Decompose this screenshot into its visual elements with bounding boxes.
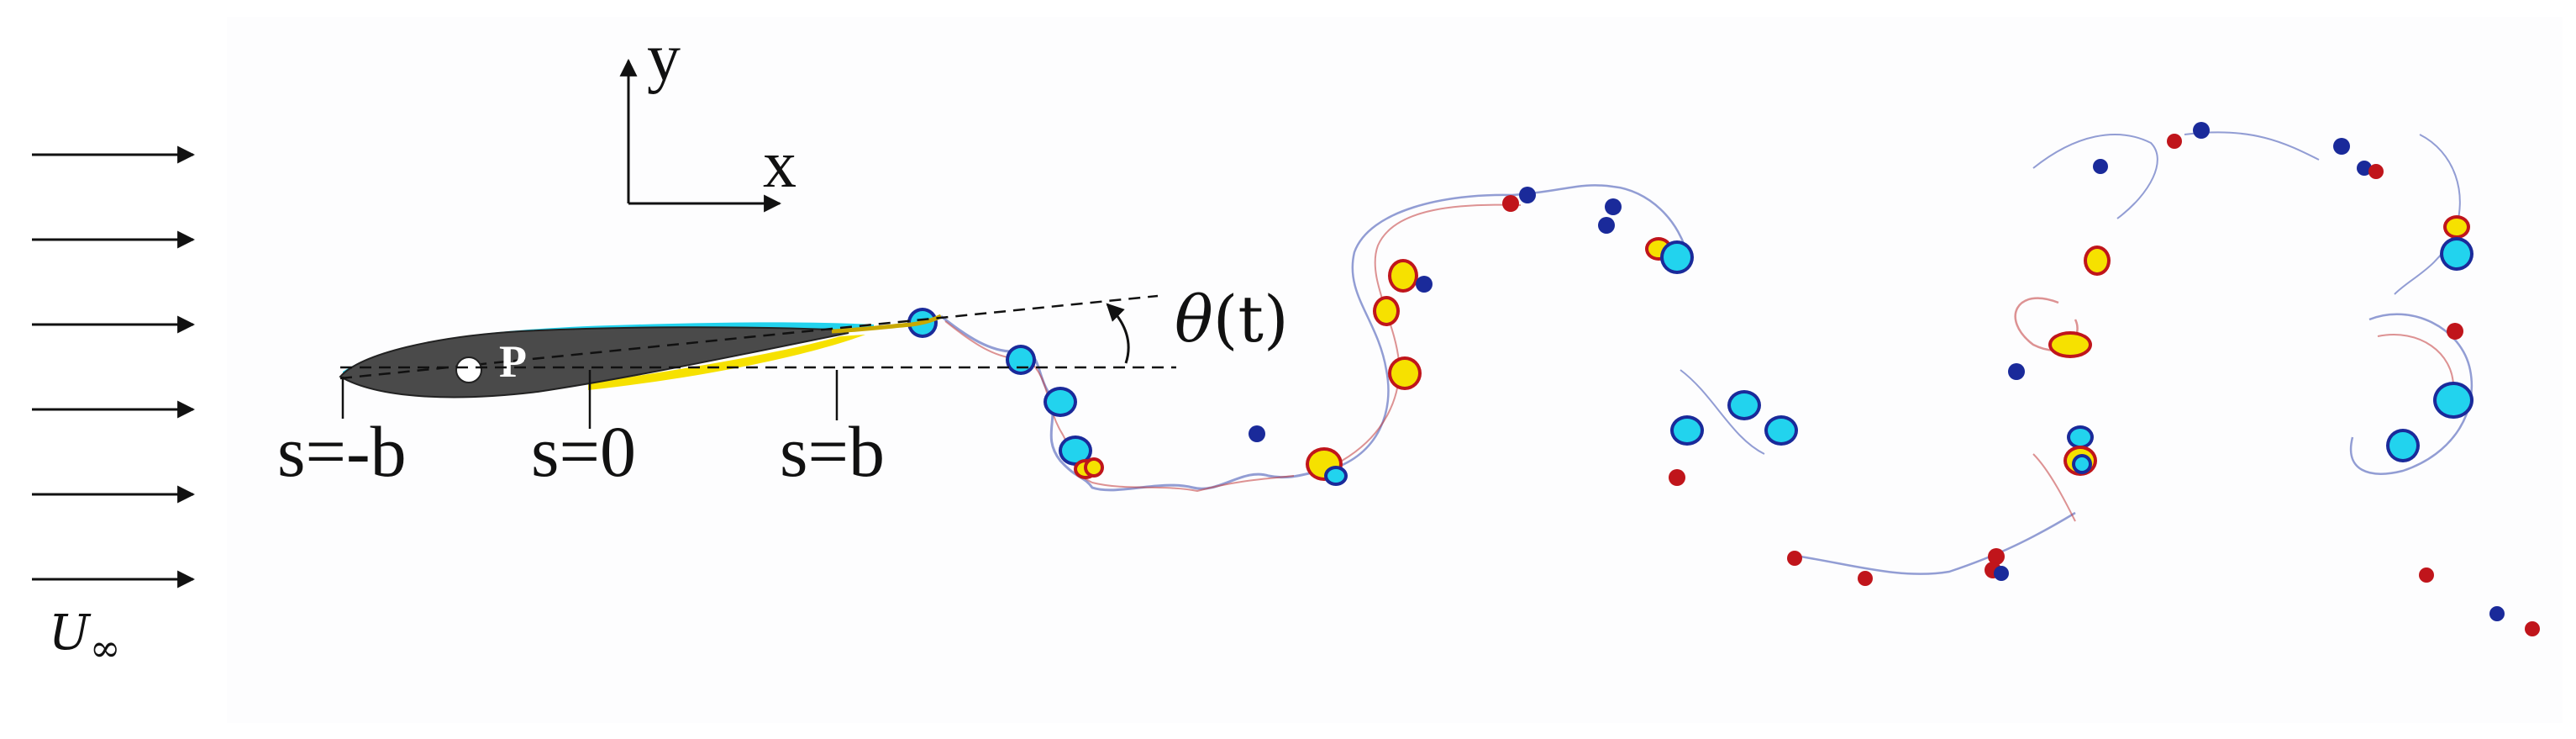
vorticity-filament: [2349, 313, 2473, 475]
negative-vortex-ring: [1519, 187, 1536, 203]
x-axis-label: x: [763, 128, 796, 202]
airfoil-chord-line: [339, 326, 841, 380]
negative-vortex-ring: [1994, 566, 2009, 581]
negative-vortex-core: [2443, 240, 2470, 267]
negative-vortex-core: [1768, 419, 1795, 442]
negative-vortex-ring: [1416, 276, 1433, 293]
negative-vortex-ring: [2008, 363, 2025, 380]
pitch-angle-label: θ(t): [1175, 282, 1289, 356]
coordinate-axes: [619, 58, 782, 213]
positive-vortex-core: [2052, 335, 2089, 355]
y-axis-label: y: [647, 21, 681, 95]
negative-vortex-core: [1731, 393, 1758, 417]
negative-vortex-core: [1664, 244, 1690, 271]
vorticity-filament: [2032, 453, 2076, 522]
positive-vortex-core: [2087, 249, 2107, 272]
negative-vortex-ring: [2093, 159, 2108, 174]
station-label-minus-b: s=-b: [277, 411, 407, 492]
vorticity-filament: [2377, 334, 2454, 388]
negative-vortex-ring: [1598, 217, 1615, 234]
negative-vortex-core: [1327, 469, 1344, 483]
positive-vortex-ring: [1858, 571, 1873, 586]
positive-vortex-ring: [2525, 621, 2540, 636]
negative-vortex-core: [2075, 457, 2089, 471]
vorticity-filament: [2032, 134, 2158, 219]
pitched-chord-extension: [839, 294, 1159, 330]
positive-vortex-ring: [1787, 551, 1802, 566]
positive-vortex-ring: [1502, 195, 1519, 212]
negative-vortex-ring: [2489, 606, 2505, 621]
positive-vortex-core: [1391, 360, 1418, 387]
negative-vortex-ring: [2193, 122, 2210, 139]
negative-vortex-ring: [1605, 198, 1622, 215]
positive-vortex-core: [1087, 461, 1101, 474]
negative-vortex-core: [1674, 419, 1701, 442]
pitch-angle-argument: (t): [1213, 282, 1289, 356]
negative-vortex-ring: [2357, 161, 2372, 176]
positive-vortex-ring: [2447, 323, 2463, 340]
pitch-angle-arc: [1106, 303, 1130, 364]
negative-vortex-core: [2437, 385, 2470, 415]
positive-vortex-core: [2447, 219, 2467, 235]
positive-vortex-ring: [1669, 469, 1685, 486]
station-label-zero: s=0: [531, 411, 636, 492]
negative-vortex-core: [1062, 439, 1089, 462]
station-label-plus-b: s=b: [780, 411, 885, 492]
positive-vortex-ring: [1988, 548, 2005, 565]
positive-vortex-ring: [2419, 567, 2434, 583]
pivot-label: P: [499, 336, 527, 387]
positive-vortex-core: [1391, 262, 1415, 289]
negative-vortex-ring: [1249, 425, 1265, 442]
vorticity-filament: [1680, 369, 1765, 455]
negative-vortex-core: [1047, 390, 1074, 414]
positive-vortex-ring: [2368, 164, 2384, 179]
airfoil-lower-shear-layer: [588, 335, 865, 390]
negative-vortex-core: [2389, 432, 2416, 459]
freestream-velocity-label: U∞: [49, 604, 121, 670]
negative-vortex-ring: [2333, 138, 2350, 155]
inflow-arrows: [32, 145, 196, 589]
vortex-wake: [907, 122, 2540, 636]
negative-vortex-core: [1009, 348, 1033, 372]
vorticity-filament: [1789, 511, 2076, 575]
freestream-velocity-subscript: ∞: [90, 627, 121, 670]
pivot-point: [455, 356, 482, 383]
vorticity-filament: [1331, 184, 1690, 471]
vorticity-filament: [1335, 203, 1522, 465]
angle-reference: [340, 294, 1176, 369]
negative-vortex-core: [2070, 429, 2090, 446]
positive-vortex-core: [1376, 299, 1396, 323]
airfoil: P: [339, 314, 943, 399]
positive-vortex-ring: [2167, 134, 2182, 149]
freestream-velocity-base: U: [49, 604, 92, 661]
airfoil-trailing-filament: [831, 314, 943, 334]
station-ticks: [341, 370, 839, 429]
pitch-angle-symbol: θ: [1175, 282, 1213, 356]
